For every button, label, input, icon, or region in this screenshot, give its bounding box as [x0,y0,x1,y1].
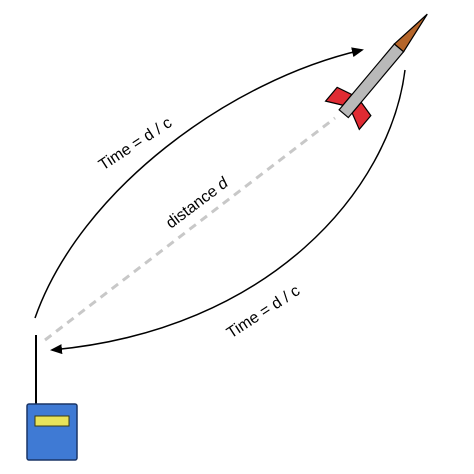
rocket-body [338,43,405,119]
outgoing-signal-arc [34,47,364,319]
return-signal-arc [50,69,406,355]
distance-label: distance d [163,174,232,232]
distance-line [44,116,336,342]
rocket-nose [393,13,428,53]
return-time-label: Time = d / c [224,282,303,342]
device-body [26,403,78,461]
outgoing-time-label: Time = d / c [96,114,175,174]
device-screen [34,415,70,427]
rocket-icon [324,13,428,131]
handheld-radio-icon [26,335,78,461]
